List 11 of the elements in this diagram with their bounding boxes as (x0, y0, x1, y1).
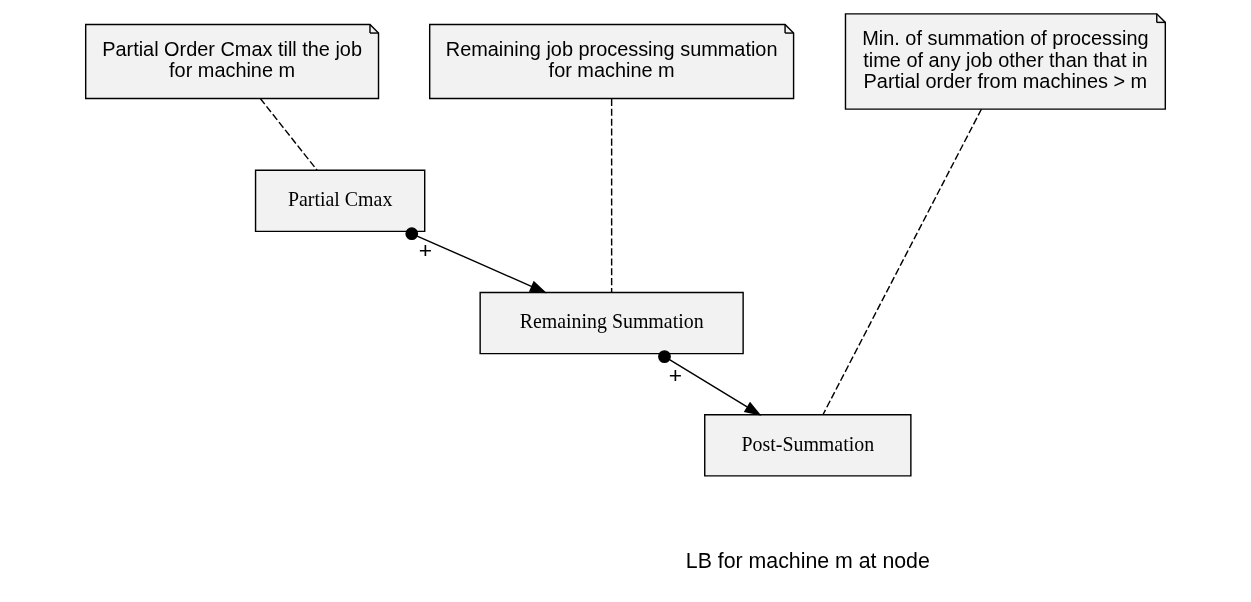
label: LB for machine m at node (685, 548, 930, 573)
arrow (658, 350, 762, 416)
node-box: Remaining Summation (479, 291, 744, 355)
node-box: Post-Summation (704, 414, 912, 477)
connector (610, 98, 613, 294)
connector (822, 108, 983, 416)
edge-label: + (668, 361, 683, 388)
edge-label: + (418, 237, 432, 264)
connector (259, 98, 318, 171)
arrow (405, 227, 547, 294)
node-box: Partial Cmax (254, 169, 426, 233)
